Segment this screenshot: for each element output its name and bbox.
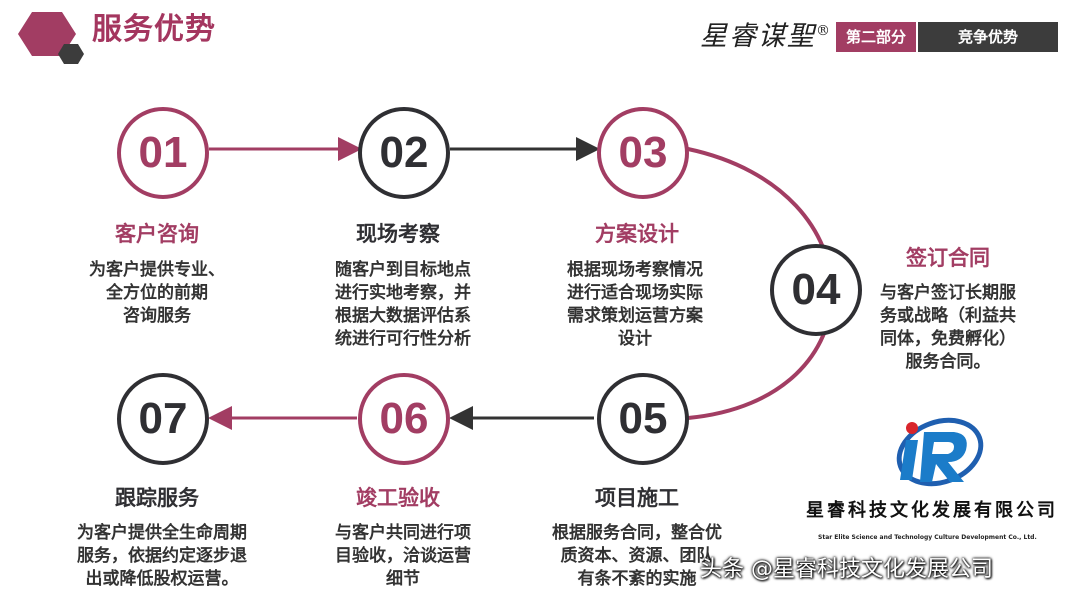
step-02-desc-line: 进行实地考察，并 bbox=[335, 283, 471, 303]
step-05-desc-line: 根据服务合同，整合优 bbox=[552, 523, 722, 543]
step-06-circle: 06 bbox=[358, 373, 450, 465]
step-07-desc: 为客户提供全生命周期 服务，依据约定逐步退 出或降低股权运营。 bbox=[52, 522, 272, 591]
step-04-desc-line: 务或战略（利益共 bbox=[880, 306, 1016, 326]
step-04-desc-line: 同体，免费孵化） bbox=[880, 329, 1016, 349]
registered-mark: ® bbox=[816, 23, 832, 39]
step-04-circle: 04 bbox=[770, 244, 862, 336]
step-04-desc-line: 与客户签订长期服 bbox=[880, 283, 1016, 303]
step-02-desc: 随客户到目标地点 进行实地考察，并 根据大数据评估系 统进行可行性分析 bbox=[298, 259, 508, 351]
step-03-title: 方案设计 bbox=[595, 222, 679, 246]
step-06-desc-line: 目验收，洽谈运营 bbox=[335, 546, 471, 566]
step-07-desc-line: 出或降低股权运营。 bbox=[85, 569, 239, 589]
hexagon-small bbox=[58, 44, 84, 64]
step-04-desc: 与客户签订长期服 务或战略（利益共 同体，免费孵化） 服务合同。 bbox=[848, 282, 1048, 374]
step-05-desc: 根据服务合同，整合优 质资本、资源、团队 有条不紊的实施 bbox=[527, 522, 747, 591]
section-tag: 第二部分 bbox=[836, 22, 916, 52]
header-hexagon-decor bbox=[18, 12, 84, 64]
step-03-desc-line: 设计 bbox=[618, 329, 652, 349]
step-06-desc-line: 与客户共同进行项 bbox=[335, 523, 471, 543]
company-name-en: Star Elite Science and Technology Cultur… bbox=[818, 534, 1037, 541]
step-07-desc-line: 为客户提供全生命周期 bbox=[77, 523, 247, 543]
step-01-desc-line: 全方位的前期 bbox=[106, 283, 208, 303]
watermark: 头条 @星睿科技文化发展公司 bbox=[700, 557, 993, 582]
step-01-desc-line: 为客户提供专业、 bbox=[89, 260, 225, 280]
company-name: 星睿科技文化发展有限公司 bbox=[806, 500, 1058, 521]
step-03-desc-line: 进行适合现场实际 bbox=[567, 283, 703, 303]
step-02-circle: 02 bbox=[358, 107, 450, 199]
step-03-circle: 03 bbox=[597, 107, 689, 199]
step-05-desc-line: 质资本、资源、团队 bbox=[560, 546, 714, 566]
company-logo-icon bbox=[896, 417, 984, 487]
step-05-title: 项目施工 bbox=[595, 486, 679, 510]
step-02-desc-line: 统进行可行性分析 bbox=[335, 329, 471, 349]
step-07-desc-line: 服务，依据约定逐步退 bbox=[77, 546, 247, 566]
step-01-desc: 为客户提供专业、 全方位的前期 咨询服务 bbox=[52, 259, 262, 328]
step-06-desc-line: 细节 bbox=[386, 569, 420, 589]
step-03-desc: 根据现场考察情况 进行适合现场实际 需求策划运营方案 设计 bbox=[530, 259, 740, 351]
page-title: 服务优势 bbox=[92, 12, 216, 47]
step-02-desc-line: 根据大数据评估系 bbox=[335, 306, 471, 326]
step-07-circle: 07 bbox=[117, 373, 209, 465]
step-05-circle: 05 bbox=[597, 373, 689, 465]
step-05-desc-line: 有条不紊的实施 bbox=[577, 569, 697, 589]
step-04-desc-line: 服务合同。 bbox=[905, 352, 991, 372]
step-03-desc-line: 根据现场考察情况 bbox=[567, 260, 703, 280]
step-01-circle: 01 bbox=[117, 107, 209, 199]
step-04-title: 签订合同 bbox=[906, 246, 990, 270]
step-01-desc-line: 咨询服务 bbox=[123, 306, 191, 326]
hexagon-large bbox=[18, 12, 76, 56]
step-01-title: 客户咨询 bbox=[115, 222, 199, 246]
step-02-desc-line: 随客户到目标地点 bbox=[335, 260, 471, 280]
step-06-title: 竣工验收 bbox=[356, 486, 440, 510]
step-06-desc: 与客户共同进行项 目验收，洽谈运营 细节 bbox=[298, 522, 508, 591]
section-name: 竞争优势 bbox=[918, 22, 1058, 52]
step-03-desc-line: 需求策划运营方案 bbox=[567, 306, 703, 326]
step-02-title: 现场考察 bbox=[356, 222, 440, 246]
step-07-title: 跟踪服务 bbox=[115, 486, 199, 510]
brand-name: 星睿谋聖 bbox=[700, 21, 816, 52]
brand-logo-text: 星睿谋聖® bbox=[700, 14, 832, 54]
